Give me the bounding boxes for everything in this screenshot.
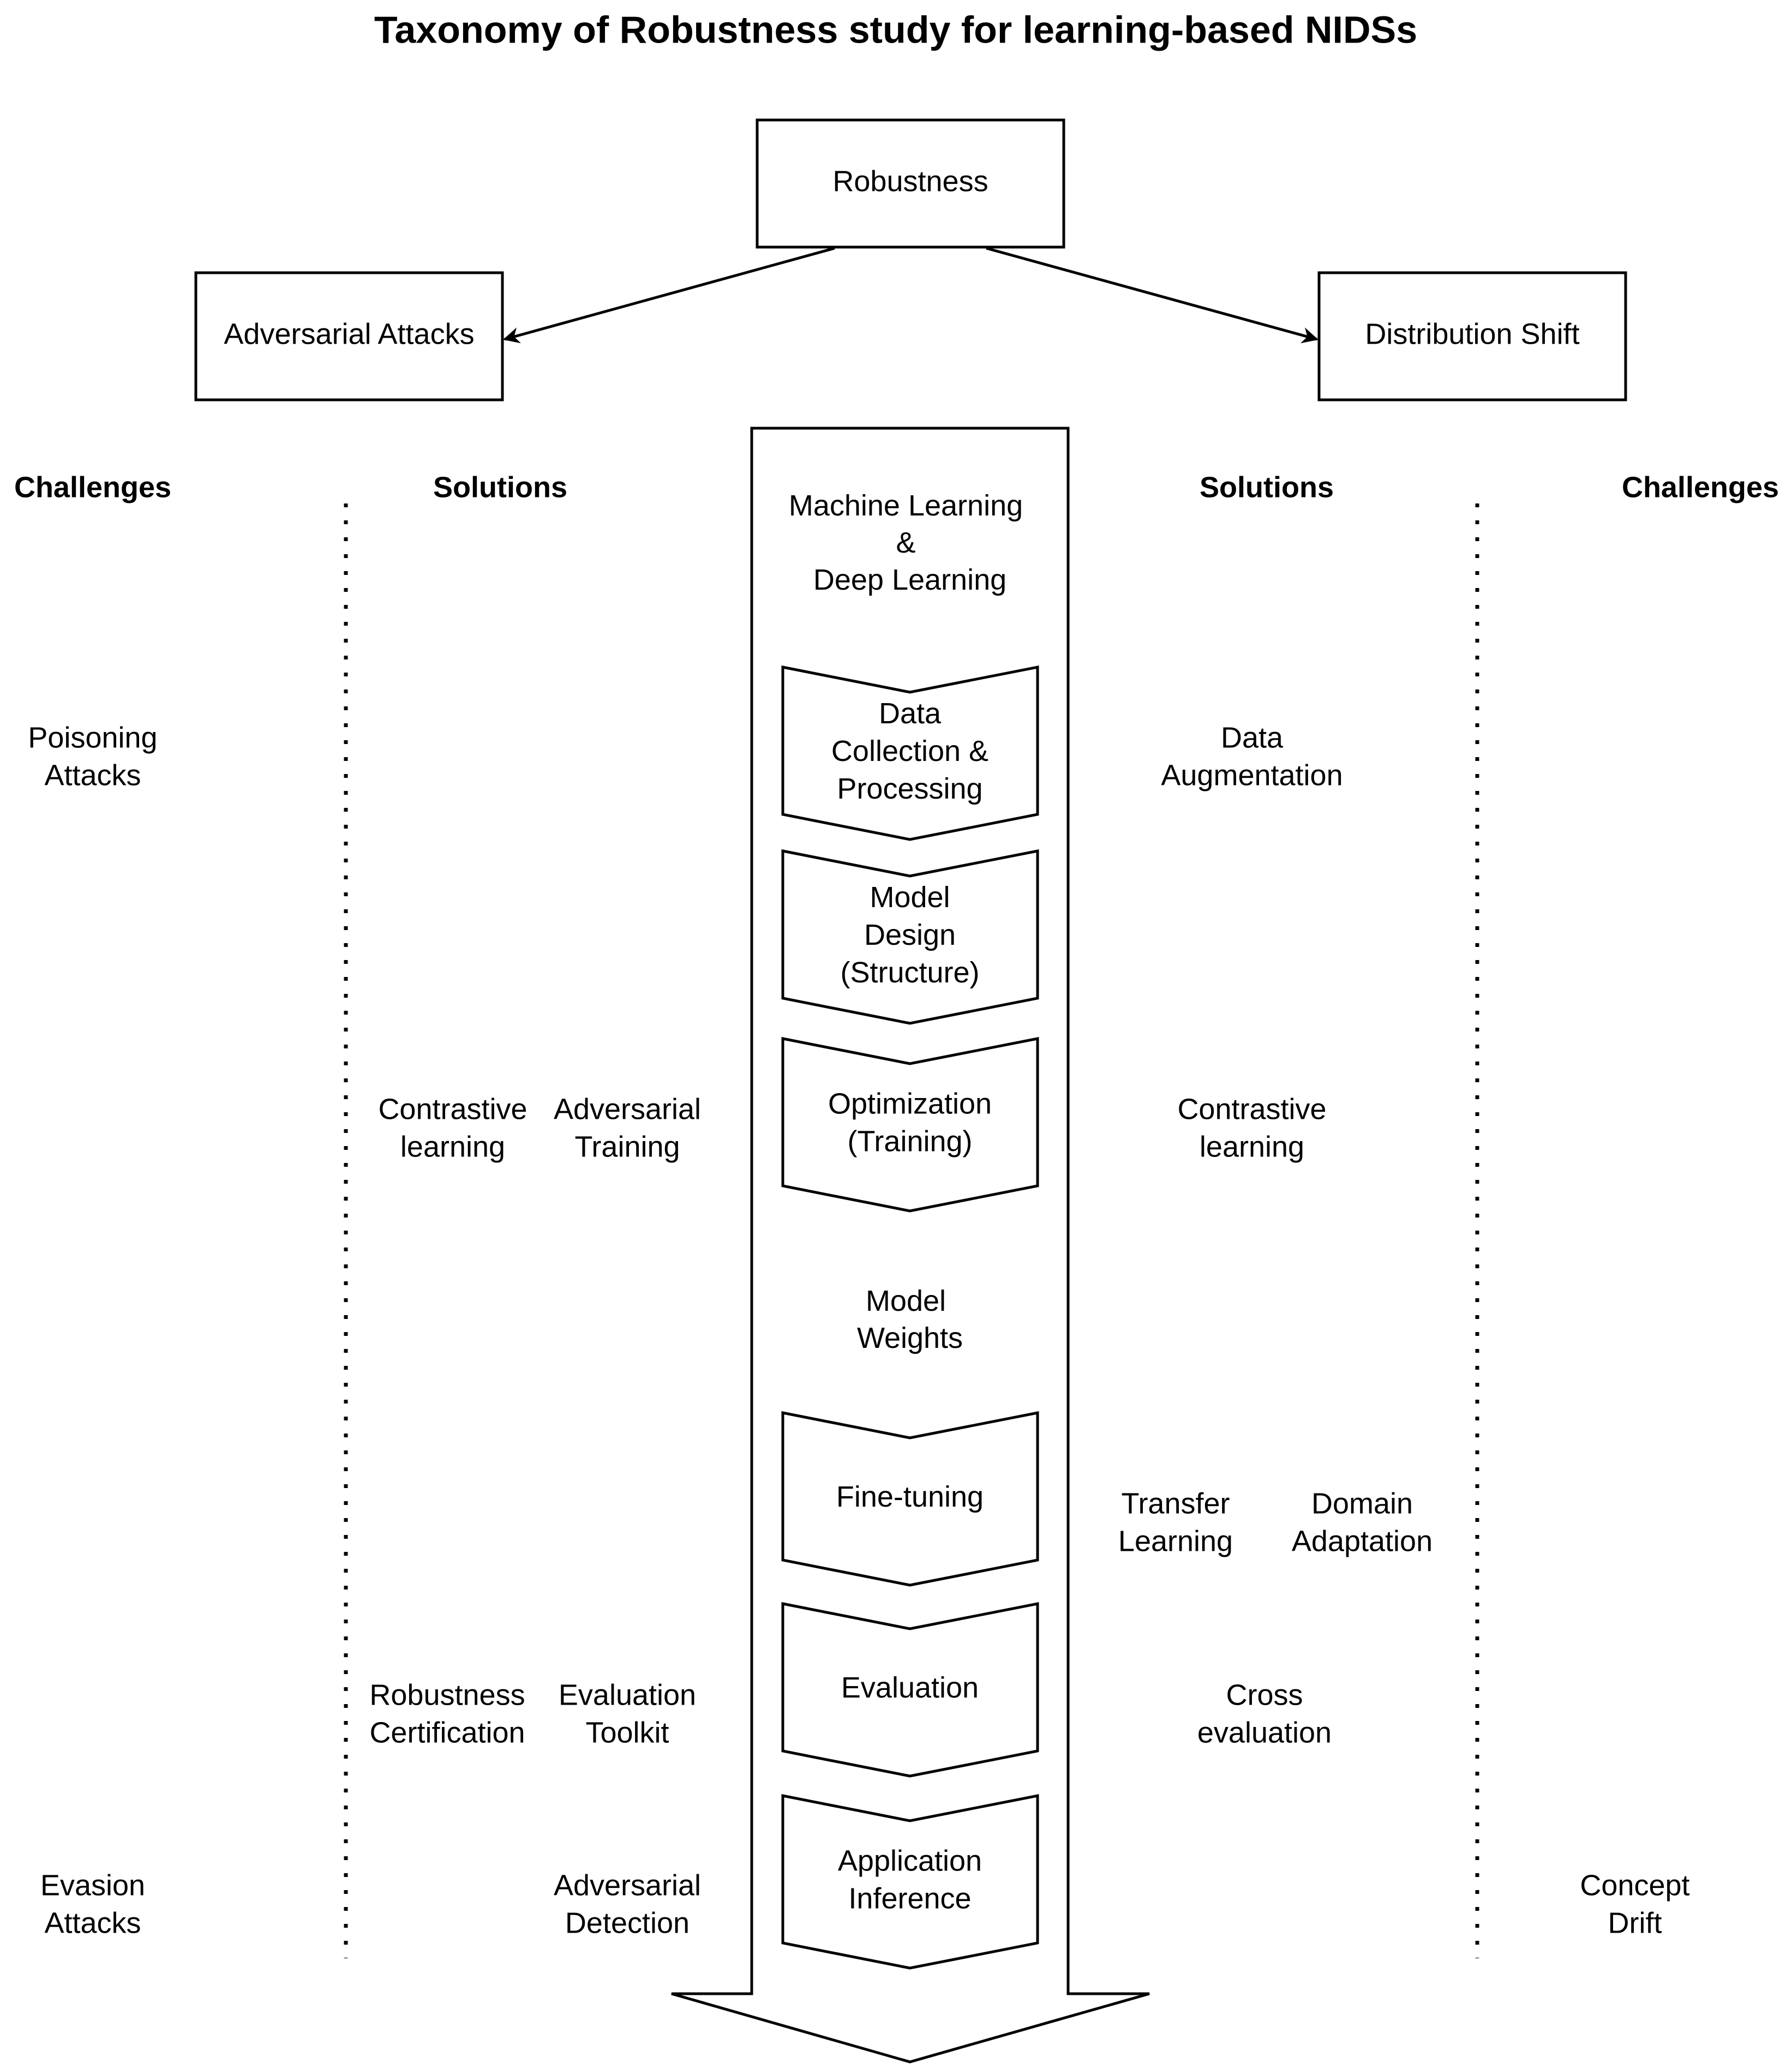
data-collection-stage-label-line: Processing <box>837 772 982 805</box>
poisoning-attacks-label-line: Attacks <box>44 759 141 792</box>
fine-tuning-stage-label: Fine-tuning <box>836 1480 984 1513</box>
adversarial-detection-label-line: Adversarial <box>554 1869 701 1902</box>
pipeline-header-line: Deep Learning <box>813 563 1006 596</box>
model-weights-line: Model <box>866 1285 946 1317</box>
evaluation-toolkit-label-line: Evaluation <box>559 1679 696 1712</box>
data-collection-stage-chevron <box>781 665 1039 841</box>
robustness-certification-label-line: Robustness <box>369 1679 525 1712</box>
adversarial-attacks-label: Adversarial Attacks <box>224 317 474 350</box>
optimization-stage-chevron <box>781 1036 1039 1213</box>
cross-evaluation-label: Cross evaluation <box>1197 1679 1332 1749</box>
robustness-certification-label-line: Certification <box>369 1717 525 1749</box>
distribution-shift-label: Distribution Shift <box>1365 317 1579 350</box>
adversarial-training-label-line: Adversarial <box>554 1093 701 1126</box>
application-inference-stage-chevron <box>781 1794 1039 1970</box>
cross-evaluation-label-line: Cross <box>1226 1679 1303 1712</box>
transfer-learning-label-line: Transfer <box>1121 1488 1230 1520</box>
evaluation-stage-chevron <box>781 1602 1039 1778</box>
right-contrastive-learning-label: Contrastive learning <box>1177 1093 1326 1164</box>
evasion-attacks-label-line: Evasion <box>40 1869 145 1902</box>
domain-adaptation-label-line: Adaptation <box>1292 1525 1433 1558</box>
model-design-stage-chevron <box>781 849 1039 1025</box>
transfer-learning-label-line: Learning <box>1118 1525 1233 1558</box>
left-contrastive-learning-label-line: Contrastive <box>378 1093 527 1126</box>
evaluation-stage: Evaluation <box>781 1602 1039 1778</box>
adversarial-attacks-node: Adversarial Attacks <box>194 271 504 401</box>
diagram-title: Taxonomy of Robustness study for learnin… <box>374 8 1417 51</box>
model-design-stage-label-line: Design <box>864 919 956 951</box>
model-weights-line: Weights <box>857 1322 963 1354</box>
concept-drift-label-line: Drift <box>1608 1907 1662 1940</box>
model-design-stage-label-line: Model <box>870 881 950 914</box>
model-design-stage-label-line: (Structure) <box>840 956 979 989</box>
application-inference-stage-label-line: Inference <box>848 1882 971 1915</box>
adversarial-training-label-line: Training <box>574 1131 680 1164</box>
optimization-stage-label-line: (Training) <box>847 1125 972 1158</box>
concept-drift-label-line: Concept <box>1580 1869 1689 1902</box>
pipeline-arrow <box>671 427 1150 2064</box>
arrow-to-adversarial-attacks <box>503 247 835 344</box>
right-solutions-header: Solutions <box>1200 471 1334 503</box>
data-collection-stage-label-line: Collection & <box>831 735 988 767</box>
right-contrastive-learning-label-line: learning <box>1200 1131 1304 1164</box>
data-augmentation-label-line: Augmentation <box>1161 759 1342 792</box>
evaluation-stage-label: Evaluation <box>841 1671 979 1704</box>
evaluation-toolkit-label-line: Toolkit <box>585 1717 669 1749</box>
distribution-shift-node: Distribution Shift <box>1317 271 1627 401</box>
adversarial-detection-label-line: Detection <box>565 1907 690 1940</box>
pipeline-header-line: & <box>896 526 915 559</box>
right-contrastive-learning-label-line: Contrastive <box>1177 1093 1326 1126</box>
poisoning-attacks-label-line: Poisoning <box>28 722 157 754</box>
optimization-stage-label-line: Optimization <box>828 1088 992 1120</box>
left-challenges-header: Challenges <box>14 471 171 503</box>
root-node-label: Robustness <box>832 165 988 197</box>
left-solutions-header: Solutions <box>433 471 567 503</box>
data-collection-stage-label-line: Data <box>879 697 942 730</box>
pipeline-header: Machine Learning & Deep Learning <box>789 489 1031 596</box>
domain-adaptation-label-line: Domain <box>1311 1488 1413 1520</box>
cross-evaluation-label-line: evaluation <box>1197 1717 1332 1749</box>
left-contrastive-learning-label-line: learning <box>400 1131 505 1164</box>
application-inference-stage-label-line: Application <box>838 1845 982 1878</box>
fine-tuning-stage-chevron <box>781 1411 1039 1587</box>
model-weights-label: Model Weights <box>857 1285 963 1354</box>
fine-tuning-stage: Fine-tuning <box>781 1411 1039 1587</box>
root-node: Robustness <box>756 118 1065 249</box>
pipeline-header-line: Machine Learning <box>789 489 1023 522</box>
evaluation-stage-label-line: Evaluation <box>841 1671 979 1704</box>
arrow-to-distribution-shift <box>986 247 1318 344</box>
data-augmentation-label-line: Data <box>1221 722 1284 754</box>
optimization-stage: Optimization (Training) <box>781 1036 1039 1213</box>
fine-tuning-stage-label-line: Fine-tuning <box>836 1480 984 1513</box>
left-contrastive-learning-label: Contrastive learning <box>378 1093 527 1164</box>
evasion-attacks-label-line: Attacks <box>44 1907 141 1940</box>
optimization-stage-label: Optimization (Training) <box>828 1088 992 1158</box>
right-challenges-header: Challenges <box>1622 471 1779 503</box>
